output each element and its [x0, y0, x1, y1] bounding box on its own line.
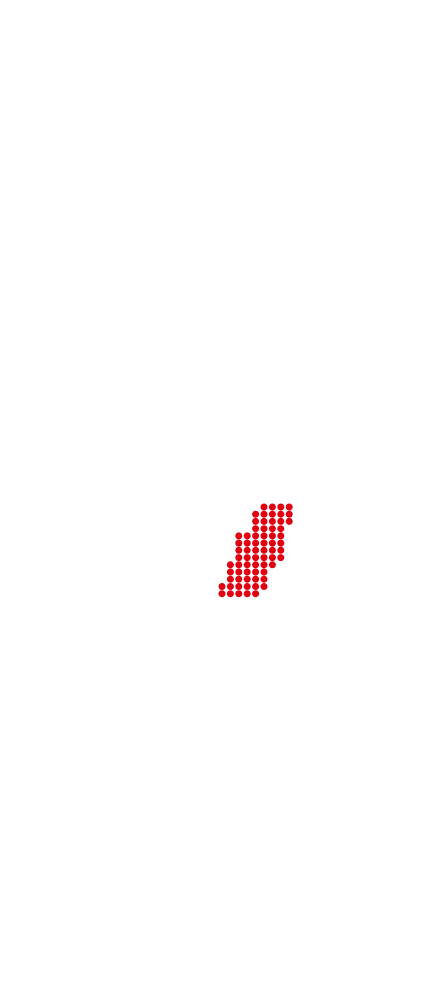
logo-dot: [252, 510, 260, 518]
logo-dot: [243, 554, 251, 562]
logo-dot: [243, 539, 251, 547]
logo-dot: [252, 517, 260, 525]
logo-dot: [235, 583, 243, 590]
logo-dot: [252, 568, 260, 576]
logo-dot: [277, 554, 285, 562]
logo-dot: [277, 510, 285, 518]
logo-dot: [235, 532, 243, 540]
logo-dot: [243, 583, 251, 590]
logo-dot: [235, 575, 243, 583]
logo-dot: [235, 590, 243, 598]
logo-dot: [235, 568, 243, 576]
logo-dot: [260, 546, 268, 554]
logo-dot: [252, 546, 260, 554]
logo-dot: [235, 554, 243, 562]
logo-dot: [268, 532, 276, 540]
logo-dot: [243, 590, 251, 598]
logo-dot: [235, 539, 243, 547]
logo-dot: [252, 532, 260, 540]
logo-dot: [226, 575, 234, 583]
logo-dot: [277, 539, 285, 547]
logo-dot: [277, 503, 285, 511]
logo-dot: [243, 532, 251, 540]
logo-dot: [260, 561, 268, 569]
logo-dot: [226, 590, 234, 598]
logo-dot: [268, 561, 276, 569]
logo-dot: [226, 583, 234, 590]
logo-dot: [260, 517, 268, 525]
logo-dot: [243, 546, 251, 554]
logo-dot: [260, 532, 268, 540]
logo-dot: [226, 561, 234, 569]
logo-dot: [268, 554, 276, 562]
logo-dot: [260, 554, 268, 562]
logo-dot: [285, 503, 293, 511]
logo-dot: [252, 590, 260, 598]
logo-dot: [235, 561, 243, 569]
logo-dot: [268, 510, 276, 518]
logo-dot: [218, 583, 226, 590]
logo-dot: [268, 503, 276, 511]
logo-dot: [260, 539, 268, 547]
logo-dot: [252, 575, 260, 583]
logo-dot: [268, 517, 276, 525]
logo-dot: [268, 546, 276, 554]
logo-dot: [252, 583, 260, 590]
logo-dot: [235, 546, 243, 554]
logo-dot: [260, 525, 268, 533]
logo-dot: [243, 561, 251, 569]
logo-dot: [268, 539, 276, 547]
logo-dot: [243, 575, 251, 583]
logo-dot: [218, 590, 226, 598]
logo-dot: [260, 575, 268, 583]
logo-dot: [260, 510, 268, 518]
logo-dot: [243, 568, 251, 576]
logo-dot: [260, 503, 268, 511]
logo-dot: [260, 568, 268, 576]
logo-dot: [252, 525, 260, 533]
logo-dot: [277, 517, 285, 525]
logo-dot: [268, 525, 276, 533]
logo-dot: [277, 532, 285, 540]
logo-dot: [252, 561, 260, 569]
logo-dot: [252, 539, 260, 547]
logo-dot: [260, 583, 268, 590]
logo-dot: [285, 517, 293, 525]
logo-dot: [252, 554, 260, 562]
logo-dot: [285, 510, 293, 518]
logo-dot: [277, 546, 285, 554]
logo-dot: [226, 568, 234, 576]
logo-dot: [277, 525, 285, 533]
